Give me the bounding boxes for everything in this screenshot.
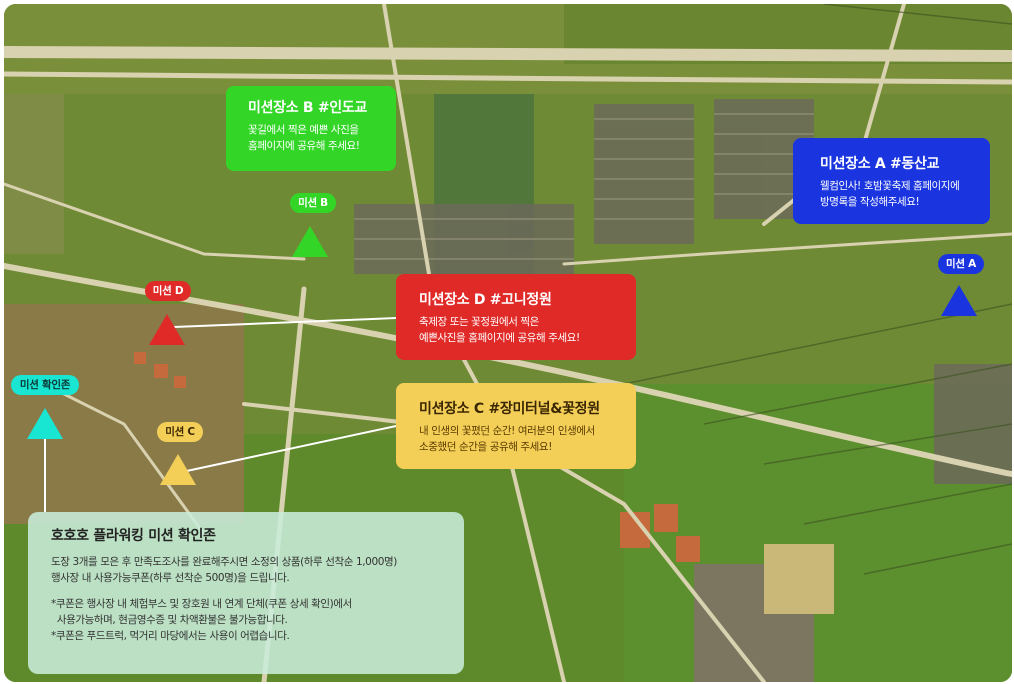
- checkpoint-notes: *쿠폰은 행사장 내 체험부스 및 장호원 내 연계 단체(쿠폰 상세 확인)에…: [51, 596, 442, 644]
- mission-d-desc-line: 축제장 또는 꽃정원에서 찍은: [419, 316, 539, 328]
- mission-b-marker-label[interactable]: 미션 B: [290, 193, 336, 213]
- mission-c-info-box: 미션장소 C #장미터널&꽃정원 내 인생의 꽃폈던 순간! 여러분의 인생에서…: [396, 383, 636, 469]
- mission-a-marker-label[interactable]: 미션 A: [938, 254, 984, 274]
- mission-checkpoint-panel: 호호호 플라워킹 미션 확인존 도장 3개를 모은 후 만족도조사를 완료해주시…: [28, 512, 464, 674]
- mission-a-description: 웰컴인사! 호밤꽃축제 홈페이지에 방명록을 작성해주세요!: [820, 178, 990, 210]
- mission-c-description: 내 인생의 꽃폈던 순간! 여러분의 인생에서 소중했던 순간을 공유해 주세요…: [419, 423, 636, 455]
- mission-d-title: 미션장소 D #고니정원: [419, 292, 552, 308]
- checkpoint-intro: 도장 3개를 모은 후 만족도조사를 완료해주시면 소정의 상품(하루 선착순 …: [51, 554, 442, 586]
- mission-c-desc-line: 소중했던 순간을 공유해 주세요!: [419, 441, 553, 453]
- mission-a-marker[interactable]: [941, 285, 977, 316]
- checkpoint-note-line: *쿠폰은 행사장 내 체험부스 및 장호원 내 연계 단체(쿠폰 상세 확인)에…: [51, 598, 352, 610]
- mission-b-desc-line: 꽃길에서 찍은 예쁜 사진을: [248, 124, 359, 136]
- mission-b-description: 꽃길에서 찍은 예쁜 사진을 홈페이지에 공유해 주세요!: [248, 122, 396, 154]
- checkpoint-title: 호호호 플라워킹 미션 확인존: [51, 528, 216, 544]
- mission-c-marker-label[interactable]: 미션 C: [157, 422, 203, 442]
- checkpoint-intro-line: 행사장 내 사용가능쿠폰(하루 선착순 500명)을 드립니다.: [51, 572, 290, 584]
- mission-b-info-box: 미션장소 B #인도교 꽃길에서 찍은 예쁜 사진을 홈페이지에 공유해 주세요…: [226, 86, 396, 171]
- mission-d-marker-label[interactable]: 미션 D: [145, 281, 191, 301]
- mission-c-desc-line: 내 인생의 꽃폈던 순간! 여러분의 인생에서: [419, 425, 595, 437]
- mission-a-info-box: 미션장소 A #동산교 웰컴인사! 호밤꽃축제 홈페이지에 방명록을 작성해주세…: [793, 138, 990, 224]
- checkpoint-note-line: 사용가능하며, 현금영수증 및 차액환불은 불가능합니다.: [51, 614, 288, 626]
- checkpoint-marker[interactable]: [27, 408, 63, 439]
- mission-b-marker[interactable]: [292, 226, 328, 257]
- mission-c-marker[interactable]: [160, 454, 196, 485]
- mission-d-marker[interactable]: [149, 314, 185, 345]
- mission-d-info-box: 미션장소 D #고니정원 축제장 또는 꽃정원에서 찍은 예쁜사진을 홈페이지에…: [396, 274, 636, 360]
- checkpoint-marker-label[interactable]: 미션 확인존: [11, 375, 79, 395]
- mission-c-title: 미션장소 C #장미터널&꽃정원: [419, 401, 600, 417]
- mission-a-title: 미션장소 A #동산교: [820, 156, 940, 172]
- checkpoint-intro-line: 도장 3개를 모은 후 만족도조사를 완료해주시면 소정의 상품(하루 선착순 …: [51, 556, 397, 568]
- checkpoint-note-line: *쿠폰은 푸드트럭, 먹거리 마당에서는 사용이 어렵습니다.: [51, 630, 290, 642]
- mission-a-desc-line: 웰컴인사! 호밤꽃축제 홈페이지에: [820, 180, 960, 192]
- mission-d-desc-line: 예쁜사진을 홈페이지에 공유해 주세요!: [419, 332, 580, 344]
- aerial-map-background: [4, 4, 1012, 682]
- mission-d-description: 축제장 또는 꽃정원에서 찍은 예쁜사진을 홈페이지에 공유해 주세요!: [419, 314, 636, 346]
- mission-a-desc-line: 방명록을 작성해주세요!: [820, 196, 920, 208]
- mission-b-desc-line: 홈페이지에 공유해 주세요!: [248, 140, 360, 152]
- mission-b-title: 미션장소 B #인도교: [248, 100, 368, 116]
- festival-mission-map: 미션장소 B #인도교 꽃길에서 찍은 예쁜 사진을 홈페이지에 공유해 주세요…: [4, 4, 1012, 682]
